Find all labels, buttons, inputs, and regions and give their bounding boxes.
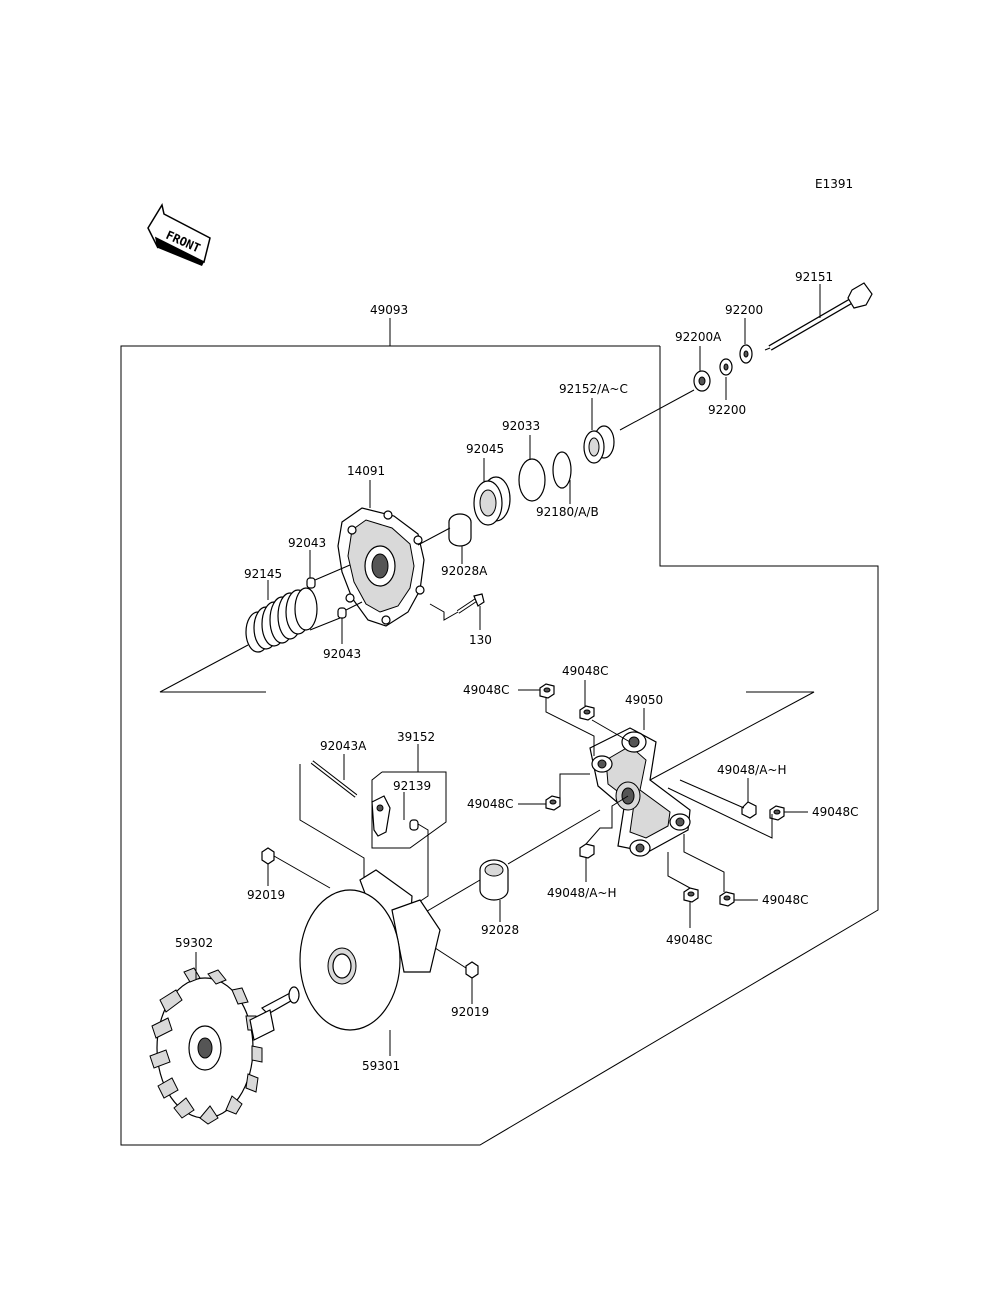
label-92151: 92151 <box>795 270 833 284</box>
ramp-49050 <box>589 727 691 857</box>
label-92200-bottom: 92200 <box>708 403 746 417</box>
part-labels: 49093 92151 92200 92200A 92200 92152/A~C… <box>175 270 859 1073</box>
label-92028: 92028 <box>481 923 519 937</box>
assembly-frame <box>120 345 879 1146</box>
bushing-92152 <box>583 425 615 464</box>
label-92200A: 92200A <box>675 330 722 344</box>
weight-box-39152 <box>371 771 447 849</box>
label-92043-top: 92043 <box>288 536 326 550</box>
bolt-92151 <box>764 282 873 351</box>
label-59301: 59301 <box>362 1059 400 1073</box>
sheave-59302 <box>149 967 300 1125</box>
spider-14091 <box>337 507 425 627</box>
sheave-59301 <box>299 869 441 1031</box>
label-49048C-3: 49048C <box>467 797 514 811</box>
label-49048AH-mid: 49048/A~H <box>547 886 617 900</box>
label-92043A: 92043A <box>320 739 367 753</box>
label-49048C-6: 49048C <box>666 933 713 947</box>
screw-92019-right <box>465 961 479 979</box>
bushing-92028A <box>448 513 472 547</box>
label-92043-bottom: 92043 <box>323 647 361 661</box>
label-92145: 92145 <box>244 567 282 581</box>
front-arrow-icon: FRONT <box>147 203 211 266</box>
nut-49048AH-right <box>741 801 757 819</box>
label-39152: 39152 <box>397 730 435 744</box>
pin-92043-bottom <box>337 607 347 619</box>
screw-92019-left <box>261 847 275 865</box>
label-49093: 49093 <box>370 303 408 317</box>
nut-49048AH-mid <box>579 843 595 859</box>
label-49050: 49050 <box>625 693 663 707</box>
nut-49048C-6 <box>719 891 735 907</box>
label-49048C-5: 49048C <box>762 893 809 907</box>
nut-49048C-5 <box>683 887 699 903</box>
label-92139: 92139 <box>393 779 431 793</box>
label-49048C-4: 49048C <box>812 805 859 819</box>
nut-49048C-2 <box>579 705 595 721</box>
nut-49048C-3 <box>545 795 561 811</box>
label-49048AH-right: 49048/A~H <box>717 763 787 777</box>
bushing-92028 <box>479 859 509 901</box>
label-92028A: 92028A <box>441 564 488 578</box>
label-49048C-2: 49048C <box>562 664 609 678</box>
pin-92139 <box>409 819 419 831</box>
bolt-130 <box>456 593 485 614</box>
diagram-code: E1391 <box>815 177 853 191</box>
label-92033: 92033 <box>502 419 540 433</box>
nut-49048C-1 <box>539 683 555 699</box>
label-92019-left: 92019 <box>247 888 285 902</box>
pin-92043A <box>310 760 358 798</box>
label-14091: 14091 <box>347 464 385 478</box>
label-59302: 59302 <box>175 936 213 950</box>
pin-92043-top <box>306 577 316 589</box>
label-92019-right: 92019 <box>451 1005 489 1019</box>
ring-92033 <box>518 458 546 502</box>
label-92200-top: 92200 <box>725 303 763 317</box>
label-49048C-1: 49048C <box>463 683 510 697</box>
bearing-92045 <box>473 476 511 526</box>
spring-92145 <box>245 587 318 653</box>
nut-49048C-4 <box>769 805 785 821</box>
label-92045: 92045 <box>466 442 504 456</box>
label-130: 130 <box>469 633 492 647</box>
label-92152: 92152/A~C <box>559 382 628 396</box>
ring-92180 <box>552 451 572 489</box>
label-92180: 92180/A/B <box>536 505 599 519</box>
weight-39152 <box>371 795 391 837</box>
